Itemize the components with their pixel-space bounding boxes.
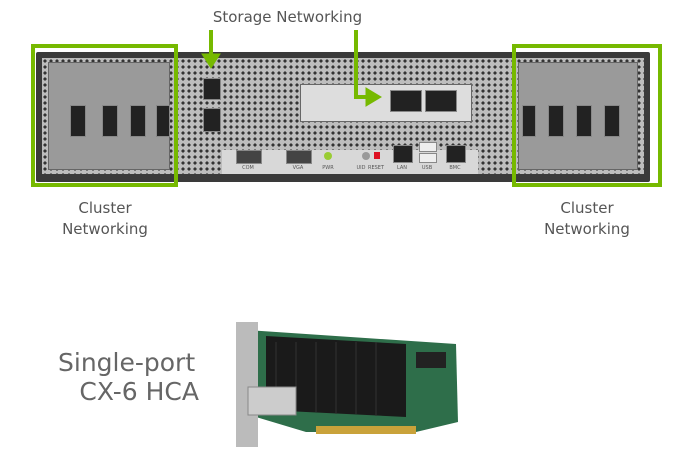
qsfp-cage [247, 386, 297, 416]
left-cluster-highlight [31, 44, 178, 187]
right-port-4 [604, 105, 620, 137]
reset-button[interactable] [374, 152, 380, 159]
lan-port [393, 145, 413, 163]
label-line: Networking [544, 220, 630, 238]
storage-port-2 [203, 108, 221, 132]
usb-port-2 [419, 153, 437, 163]
power-button[interactable] [324, 152, 332, 160]
hca-label: Single-port CX-6 HCA [40, 348, 205, 406]
storage-port-1 [203, 78, 221, 100]
uid-button[interactable] [362, 152, 370, 160]
com-label: COM [242, 165, 254, 171]
cluster-networking-right-label: Cluster Networking [522, 198, 652, 240]
lan-label: LAN [396, 165, 408, 171]
pwr-label: PWR [322, 165, 334, 171]
left-port-4 [156, 105, 170, 137]
left-port-1 [70, 105, 86, 137]
reset-label: RESET [368, 165, 385, 171]
left-port-2 [102, 105, 118, 137]
storage-networking-label: Storage Networking [212, 8, 363, 26]
storage-port-3 [390, 90, 422, 112]
bracket [236, 322, 258, 447]
label-line: CX-6 HCA [79, 377, 199, 406]
com-port [236, 150, 262, 164]
label-line: Cluster [78, 199, 132, 217]
usb-label: USB [421, 165, 433, 171]
right-port-3 [576, 105, 592, 137]
right-cluster-highlight [512, 44, 662, 187]
bmc-port [446, 145, 466, 163]
right-port-2 [548, 105, 564, 137]
vga-port [286, 150, 312, 164]
cluster-networking-left-label: Cluster Networking [40, 198, 170, 240]
storage-port-4 [425, 90, 457, 112]
left-port-3 [130, 105, 146, 137]
arrow-head-2 [365, 87, 382, 107]
label-line: Networking [62, 220, 148, 238]
arrow-shaft-2 [354, 30, 368, 99]
pcie-connector [316, 426, 416, 434]
right-port-1 [522, 105, 536, 137]
cx6-hca-card-image [236, 322, 458, 447]
uid-label: UID [356, 165, 366, 171]
usb-port-1 [419, 142, 437, 152]
label-line: Cluster [560, 199, 614, 217]
chip [416, 352, 446, 368]
label-line: Single-port [58, 348, 196, 377]
bmc-label: BMC [449, 165, 461, 171]
arrow-head-1 [201, 53, 221, 69]
storage-arrows [201, 30, 382, 107]
vga-label: VGA [292, 165, 304, 171]
